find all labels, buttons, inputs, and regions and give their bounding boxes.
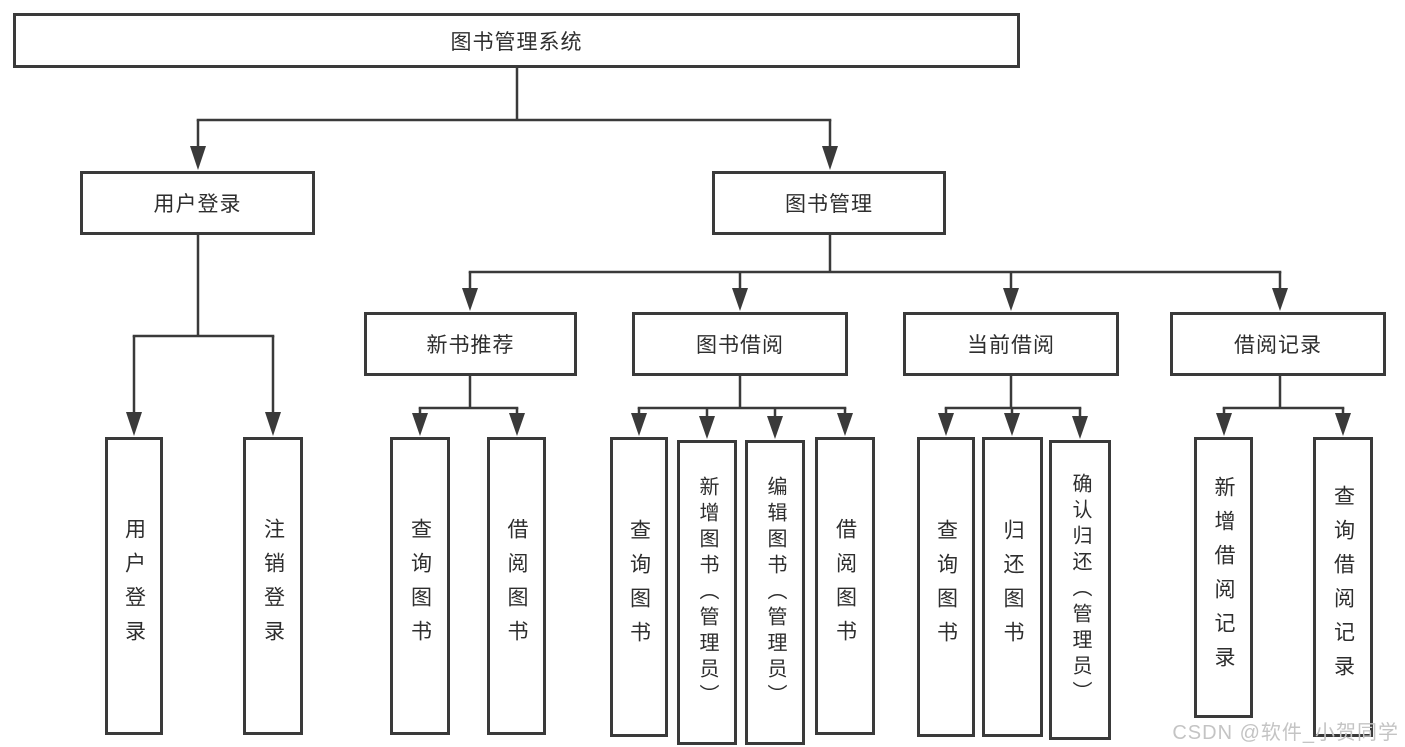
leaf-user-login-label: 用户登录 — [122, 518, 146, 654]
leaf-logout: 注销登录 — [243, 437, 303, 735]
node-book-management-label: 图书管理 — [785, 193, 873, 216]
leaf-return-books: 归还图书 — [982, 437, 1043, 737]
leaf-add-books-admin-label: 新增图书（管理员） — [696, 475, 718, 710]
leaf-confirm-return-admin-label: 确认归还（管理员） — [1069, 473, 1091, 707]
leaf-recommend-query-books-label: 查询图书 — [408, 518, 432, 654]
node-user-login-label: 用户登录 — [153, 193, 242, 216]
leaf-current-query-books: 查询图书 — [917, 437, 975, 737]
node-new-book-recommend: 新书推荐 — [364, 312, 577, 376]
leaf-recommend-query-books: 查询图书 — [390, 437, 450, 735]
leaf-logout-label: 注销登录 — [261, 518, 285, 654]
leaf-borrow-books: 借阅图书 — [815, 437, 875, 735]
node-borrow-records: 借阅记录 — [1170, 312, 1386, 376]
node-root-system: 图书管理系统 — [13, 13, 1020, 68]
leaf-confirm-return-admin: 确认归还（管理员） — [1049, 440, 1111, 740]
leaf-query-borrow-record: 查询借阅记录 — [1313, 437, 1373, 737]
leaf-current-query-books-label: 查询图书 — [934, 519, 958, 655]
leaf-edit-books-admin: 编辑图书（管理员） — [745, 440, 805, 745]
leaf-recommend-borrow-books: 借阅图书 — [487, 437, 546, 735]
leaf-add-borrow-record: 新增借阅记录 — [1194, 437, 1253, 718]
leaf-add-books-admin: 新增图书（管理员） — [677, 440, 737, 745]
leaf-return-books-label: 归还图书 — [1001, 519, 1024, 655]
node-book-borrow-label: 图书借阅 — [696, 334, 784, 357]
leaf-add-borrow-record-label: 新增借阅记录 — [1212, 475, 1235, 680]
node-borrow-records-label: 借阅记录 — [1234, 334, 1322, 357]
csdn-watermark: CSDN @软件_小贺同学 — [1172, 722, 1399, 744]
leaf-edit-books-admin-label: 编辑图书（管理员） — [764, 475, 786, 710]
node-book-borrow: 图书借阅 — [632, 312, 848, 376]
node-root-system-label: 图书管理系统 — [450, 30, 583, 54]
leaf-recommend-borrow-books-label: 借阅图书 — [505, 518, 528, 654]
node-current-borrow: 当前借阅 — [903, 312, 1119, 376]
leaf-borrow-query-books: 查询图书 — [610, 437, 668, 737]
node-user-login: 用户登录 — [80, 171, 315, 235]
node-current-borrow-label: 当前借阅 — [967, 334, 1055, 357]
leaf-borrow-books-label: 借阅图书 — [833, 518, 857, 654]
node-book-management: 图书管理 — [712, 171, 946, 235]
node-new-book-recommend-label: 新书推荐 — [426, 334, 515, 357]
leaf-query-borrow-record-label: 查询借阅记录 — [1331, 485, 1355, 689]
leaf-user-login: 用户登录 — [105, 437, 163, 735]
leaf-borrow-query-books-label: 查询图书 — [627, 519, 651, 655]
